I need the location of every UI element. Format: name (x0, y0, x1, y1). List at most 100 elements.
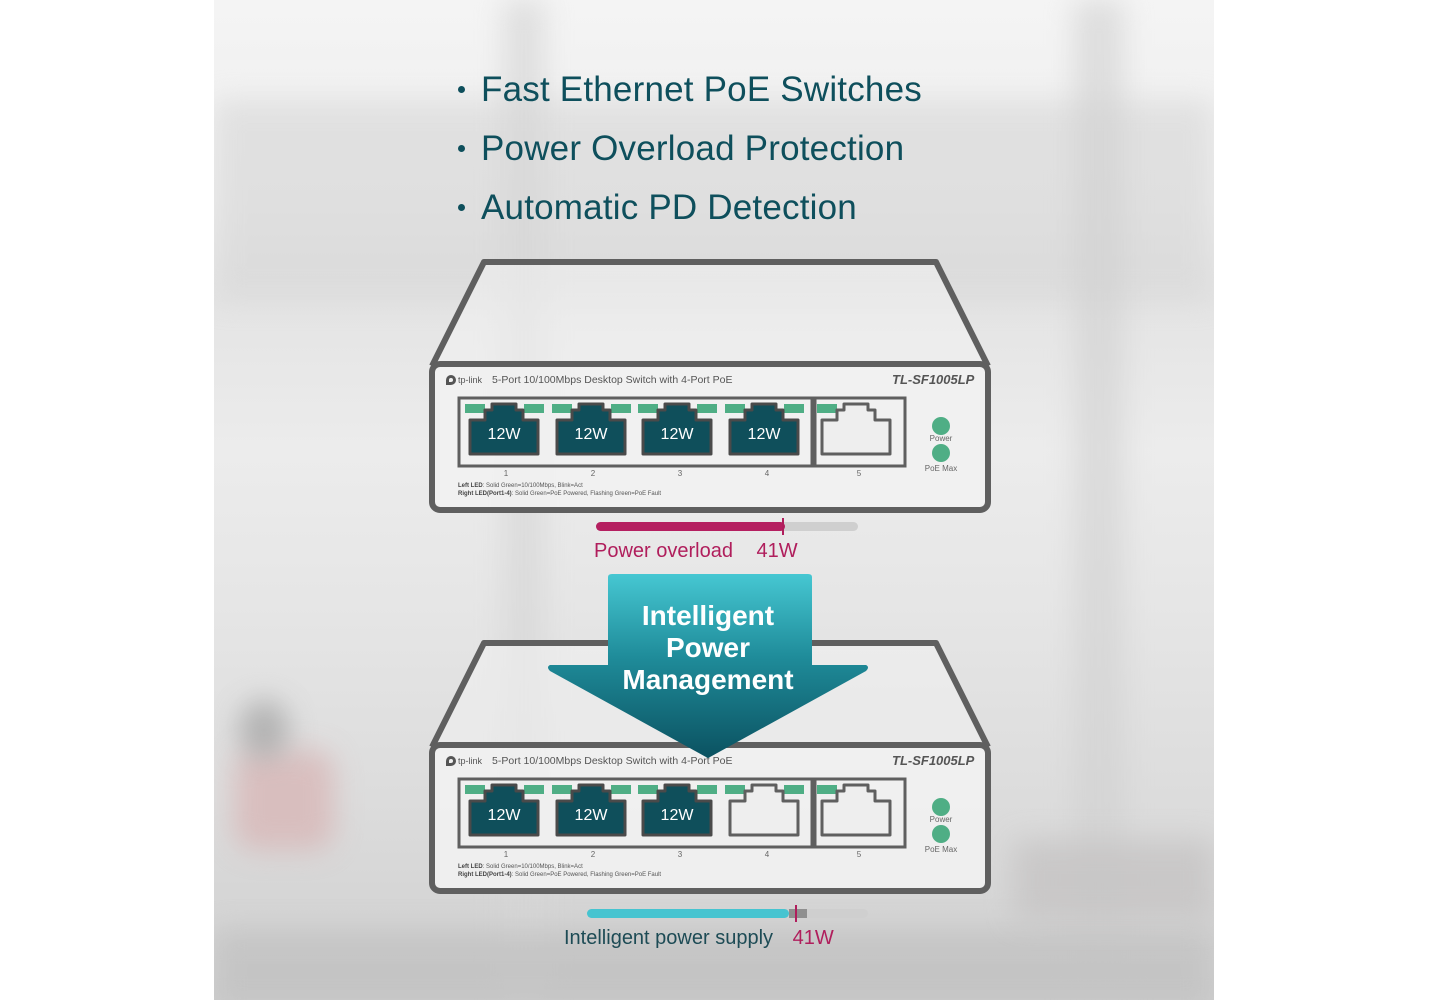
feature-list: Fast Ethernet PoE Switches Power Overloa… (458, 60, 922, 237)
product-label-row: tp-link 5-Port 10/100Mbps Desktop Switch … (446, 374, 732, 386)
uplink-port-group (813, 396, 907, 468)
power-led (932, 417, 950, 435)
switch-body (429, 259, 991, 513)
port-led-left (817, 404, 837, 413)
port-led-right (524, 785, 544, 794)
port-power-label: 12W (660, 426, 694, 443)
port-led-left (465, 404, 485, 413)
led-legend: Left LED: Solid Green=10/100Mbps, Blink=… (458, 863, 661, 879)
arrow-down-icon (548, 574, 868, 758)
bullet-icon (458, 86, 465, 93)
port-led-left (638, 785, 658, 794)
background-person-head (239, 700, 289, 760)
port-number: 1 (503, 850, 509, 859)
background-pillar (1074, 0, 1124, 1000)
port-led-right (784, 785, 804, 794)
poe-max-led (932, 444, 950, 462)
bullet-icon (458, 204, 465, 211)
background-table (1014, 840, 1214, 920)
ethernet-port-idle (728, 783, 800, 837)
power-led-label: Power (929, 815, 953, 824)
feature-item: Automatic PD Detection (458, 178, 922, 237)
overload-caption: Power overload 41W (594, 540, 798, 562)
feature-item: Fast Ethernet PoE Switches (458, 60, 922, 119)
port-led-left (817, 785, 837, 794)
port-number: 3 (677, 850, 683, 859)
feature-item: Power Overload Protection (458, 119, 922, 178)
arrow-label: Intelligent Power Management (622, 600, 794, 695)
tp-link-logo-icon (446, 756, 456, 766)
tp-link-logo: tp-link (446, 756, 482, 766)
product-description: 5-Port 10/100Mbps Desktop Switch with 4-… (492, 755, 733, 767)
port-led-left (638, 404, 658, 413)
port-power-label: 12W (487, 426, 521, 443)
port-power-label: 12W (574, 426, 608, 443)
port-number: 5 (856, 850, 862, 859)
ethernet-port-idle (820, 783, 892, 837)
ethernet-port-powered (468, 402, 540, 456)
model-name: TL-SF1005LP (892, 753, 975, 768)
port-led-right (611, 785, 631, 794)
ethernet-port-powered (641, 783, 713, 837)
tp-link-logo: tp-link (446, 375, 482, 385)
poe-max-led-label: PoE Max (924, 464, 958, 473)
left-led-legend: Left LED: Solid Green=10/100Mbps, Blink=… (458, 483, 583, 489)
ethernet-port-powered (555, 783, 627, 837)
port-number: 4 (764, 850, 770, 859)
power-bar-supply (587, 905, 868, 922)
port-number: 2 (590, 850, 596, 859)
product-description: 5-Port 10/100Mbps Desktop Switch with 4-… (492, 374, 733, 386)
port-led-left (465, 785, 485, 794)
port-power-label: 12W (747, 426, 781, 443)
supply-caption: Intelligent power supply 41W (564, 927, 834, 949)
port-led-right (784, 404, 804, 413)
power-limit-marker (794, 905, 797, 922)
led-legend: Left LED: Solid Green=10/100Mbps, Blink=… (458, 482, 661, 498)
tp-link-logo-icon (446, 375, 456, 385)
power-led (932, 798, 950, 816)
port-number: 4 (764, 469, 770, 478)
ethernet-port-powered (468, 783, 540, 837)
port-number: 2 (590, 469, 596, 478)
poe-max-led-label: PoE Max (924, 845, 958, 854)
product-label-row: tp-link 5-Port 10/100Mbps Desktop Switch … (446, 755, 732, 767)
right-led-legend: Right LED(Port1-4): Solid Green=PoE Powe… (458, 491, 662, 497)
model-name: TL-SF1005LP (892, 372, 975, 387)
port-power-label: 12W (487, 807, 521, 824)
port-led-left (552, 785, 572, 794)
poe-max-led (932, 825, 950, 843)
power-led-label: Power (929, 434, 953, 443)
port-led-right (611, 404, 631, 413)
ethernet-port-powered (555, 402, 627, 456)
uplink-port-group (813, 777, 907, 849)
port-power-label: 12W (574, 807, 608, 824)
ethernet-port-powered (641, 402, 713, 456)
ethernet-port-idle (820, 402, 892, 456)
poe-port-group (457, 396, 814, 468)
port-led-right (524, 404, 544, 413)
bullet-icon (458, 145, 465, 152)
switch-lid (429, 259, 991, 368)
port-power-label: 12W (660, 807, 694, 824)
power-bar-excess (789, 909, 808, 918)
port-number: 1 (503, 469, 509, 478)
port-led-right (697, 785, 717, 794)
port-number: 3 (677, 469, 683, 478)
power-bar-fill (587, 909, 790, 918)
background-floor (214, 930, 1214, 1000)
power-bar-overload (596, 518, 858, 535)
port-led-right (697, 404, 717, 413)
power-limit-marker (782, 518, 785, 535)
left-led-legend: Left LED: Solid Green=10/100Mbps, Blink=… (458, 864, 583, 870)
port-led-left (725, 785, 745, 794)
poe-port-group (457, 777, 814, 849)
port-led-left (725, 404, 745, 413)
power-bar-fill (596, 522, 785, 531)
product-graphic (214, 0, 1214, 1000)
switch-illustration-overload: tp-link 5-Port 10/100Mbps Desktop Switch … (0, 256, 1429, 516)
port-number: 5 (856, 469, 862, 478)
right-led-legend: Right LED(Port1-4): Solid Green=PoE Powe… (458, 872, 662, 878)
background-person (234, 750, 334, 850)
port-led-left (552, 404, 572, 413)
ethernet-port-powered (728, 402, 800, 456)
